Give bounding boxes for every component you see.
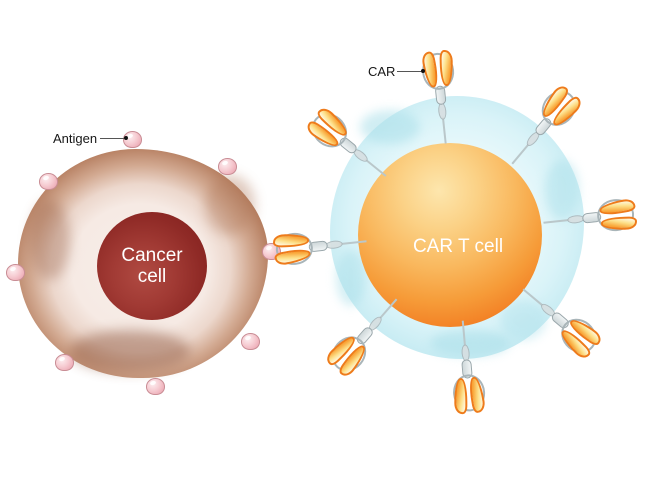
cancer-cell-membrane-blotch [70, 330, 190, 372]
cancer-cell-membrane-blotch [205, 175, 255, 235]
cancer-cell-nucleus: Cancer cell [97, 212, 207, 320]
antigen-pointer-dot [124, 136, 128, 140]
car-pointer-line [397, 71, 421, 72]
car-t-cell-nucleus: CAR T cell [358, 143, 542, 327]
cancer-cell-label: Cancer cell [121, 245, 183, 287]
antigen-bump [217, 157, 237, 175]
antigen-bump [122, 130, 142, 148]
car-t-cell-membrane-blotch [545, 160, 579, 220]
antigen-bump [145, 377, 165, 395]
antigen-pointer-line [100, 138, 124, 139]
cancer-cell-membrane-blotch [30, 200, 70, 280]
car-annotation-label: CAR [368, 64, 396, 79]
receptor-binding-arm [600, 216, 638, 230]
car-pointer-dot [421, 69, 425, 73]
antigen-bump [5, 263, 25, 281]
antigen-bump [240, 332, 260, 350]
antigen-bump [38, 172, 58, 190]
car-t-cell-membrane-blotch [360, 110, 420, 144]
car-t-cell-label: CAR T cell [412, 236, 504, 257]
antigen-bump [54, 353, 74, 371]
antigen-annotation-label: Antigen [53, 131, 98, 146]
car-t-cell-membrane-blotch [430, 330, 510, 356]
